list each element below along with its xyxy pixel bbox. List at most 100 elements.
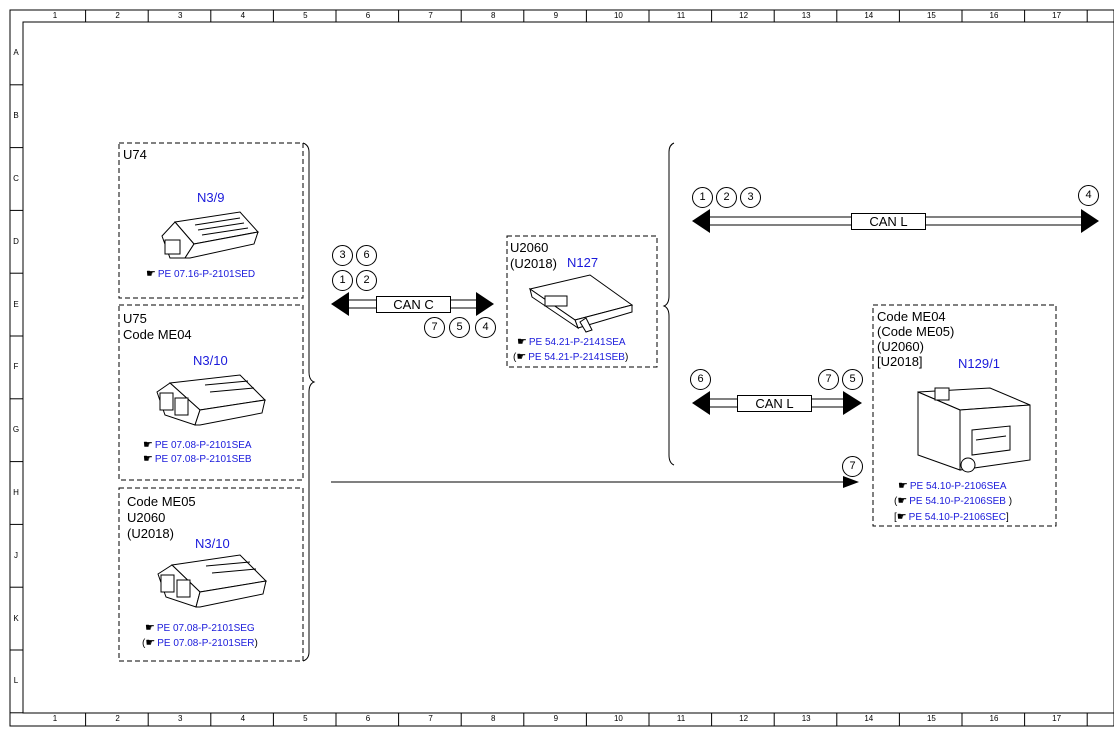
grid-column-label-top-15: 15 <box>926 11 936 20</box>
can-l-top-pin-4: 4 <box>1078 185 1099 206</box>
can-l-top-label: CAN L <box>851 213 926 230</box>
u74-ref-link-1[interactable]: ☛PE 07.16-P-2101SED <box>146 268 256 280</box>
grid-column-label-bottom-4: 4 <box>240 714 246 723</box>
grid-column-label-top-5: 5 <box>303 11 308 20</box>
grid-column-label-bottom-5: 5 <box>303 714 308 723</box>
can-l-top-pin-2: 2 <box>716 187 737 208</box>
can-c-pin-3: 3 <box>332 245 353 266</box>
direct-line-pin-7: 7 <box>842 456 863 477</box>
can-l-bottom-pin-5: 5 <box>842 369 863 390</box>
n129-variant2-label: [U2018] <box>877 354 923 369</box>
can-c-pin-1: 1 <box>332 270 353 291</box>
grid-ticks <box>10 10 1088 726</box>
grid-column-label-top-6: 6 <box>365 11 371 20</box>
grid-column-label-top-4: 4 <box>240 11 246 20</box>
grid-column-label-top-12: 12 <box>739 11 749 20</box>
u75-ref-link-1[interactable]: ☛PE 07.08-P-2101SEA <box>143 439 252 451</box>
grid-column-label-bottom-2: 2 <box>115 714 120 723</box>
grid-column-label-top-1: 1 <box>52 11 58 20</box>
n3-9-ecu-drawing <box>161 211 259 259</box>
n127-component-name: N127 <box>567 255 599 270</box>
grid-column-label-top-14: 14 <box>864 11 874 20</box>
grid-row-label-J: J <box>14 550 18 560</box>
can-c-pin-5: 5 <box>449 317 470 338</box>
can-c-pin-2: 2 <box>356 270 377 291</box>
n3-10-component-name-me05: N3/10 <box>195 536 230 551</box>
grid-row-label-E: E <box>13 299 19 309</box>
grid-column-label-top-13: 13 <box>801 11 811 20</box>
n127-module-drawing <box>528 274 634 333</box>
pointing-hand-icon: ☛ <box>143 453 153 465</box>
pointing-hand-icon: ☛ <box>516 351 527 363</box>
can-c-label: CAN C <box>376 296 451 313</box>
n3-10-ecu-drawing-u75 <box>156 374 267 426</box>
u75-ref-link-2[interactable]: ☛PE 07.08-P-2101SEB <box>143 453 252 465</box>
n3-9-component-name: N3/9 <box>197 190 225 205</box>
n129-1-component-name: N129/1 <box>958 356 1000 371</box>
grid-column-label-top-17: 17 <box>1052 11 1062 20</box>
can-c-pin-6: 6 <box>356 245 377 266</box>
grid-row-label-L: L <box>13 676 19 686</box>
grid-row-label-B: B <box>13 111 19 121</box>
me05-variant-label: U2060 <box>127 510 166 525</box>
grid-column-label-top-3: 3 <box>177 11 183 20</box>
n129-ref-link-1[interactable]: ☛PE 54.10-P-2106SEA <box>898 480 1007 492</box>
me05-ref-link-2[interactable]: (☛PE 07.08-P-2101SER) <box>142 637 258 649</box>
grid-column-label-bottom-12: 12 <box>739 714 749 723</box>
grid-column-label-top-2: 2 <box>115 11 120 20</box>
grid-column-label-bottom-3: 3 <box>177 714 183 723</box>
u74-variant-label: U74 <box>123 147 147 162</box>
grid-column-label-bottom-17: 17 <box>1052 714 1062 723</box>
grid-column-label-bottom-8: 8 <box>490 714 496 723</box>
u75-box <box>118 304 304 481</box>
grid-column-label-bottom-15: 15 <box>926 714 936 723</box>
n3-10-component-name-u75: N3/10 <box>193 353 228 368</box>
can-l-bottom-pin-6: 6 <box>690 369 711 390</box>
grid-row-label-A: A <box>13 48 19 58</box>
me05-code-label: Code ME05 <box>127 494 196 509</box>
n129-ref-link-2[interactable]: (☛PE 54.10-P-2106SEB ) <box>894 495 1013 507</box>
grid-row-label-C: C <box>13 174 19 183</box>
n127-ref-link-2[interactable]: (☛PE 54.21-P-2141SEB) <box>513 351 629 363</box>
grid-row-label-F: F <box>13 362 19 372</box>
left-group-brace <box>302 142 316 662</box>
pointing-hand-icon: ☛ <box>143 439 153 451</box>
grid-column-label-top-16: 16 <box>989 11 999 20</box>
u75-code-label: Code ME04 <box>123 327 192 342</box>
pointing-hand-icon: ☛ <box>896 511 907 523</box>
me05-ref-link-1[interactable]: ☛PE 07.08-P-2101SEG <box>145 622 255 634</box>
pointing-hand-icon: ☛ <box>146 268 156 280</box>
n127-variant2-label: (U2018) <box>510 256 557 271</box>
pointing-hand-icon: ☛ <box>898 480 908 492</box>
me05-variant2-label: (U2018) <box>127 526 174 541</box>
n3-10-ecu-drawing-me05 <box>157 554 268 608</box>
can-l-top-pin-3: 3 <box>740 187 761 208</box>
can-l-top-pin-1: 1 <box>692 187 713 208</box>
grid-column-label-top-8: 8 <box>490 11 496 20</box>
grid-row-label-H: H <box>13 488 19 497</box>
n127-ref-link-1[interactable]: ☛PE 54.21-P-2141SEA <box>517 336 626 348</box>
right-group-brace <box>662 142 675 466</box>
n127-box <box>506 235 658 368</box>
can-l-bottom-bus <box>692 391 862 415</box>
n127-variant-label: U2060 <box>510 240 549 255</box>
grid-column-label-bottom-11: 11 <box>676 714 686 723</box>
pointing-hand-icon: ☛ <box>897 495 908 507</box>
direct-line <box>331 476 859 488</box>
n129-ref-link-3[interactable]: [☛PE 54.10-P-2106SEC] <box>894 511 1009 523</box>
grid-column-label-bottom-16: 16 <box>989 714 999 723</box>
pointing-hand-icon: ☛ <box>145 622 155 634</box>
grid-column-label-bottom-7: 7 <box>428 714 433 723</box>
grid-row-label-K: K <box>13 613 19 623</box>
n129-box <box>872 304 1057 527</box>
grid-row-label-G: G <box>12 425 20 435</box>
grid-column-label-bottom-14: 14 <box>864 714 874 723</box>
outer-frame <box>9 9 1114 727</box>
grid-column-label-top-9: 9 <box>553 11 559 20</box>
grid-row-label-D: D <box>13 236 19 246</box>
grid-column-label-bottom-1: 1 <box>52 714 58 723</box>
pointing-hand-icon: ☛ <box>517 336 527 348</box>
u75-variant-label: U75 <box>123 311 147 326</box>
